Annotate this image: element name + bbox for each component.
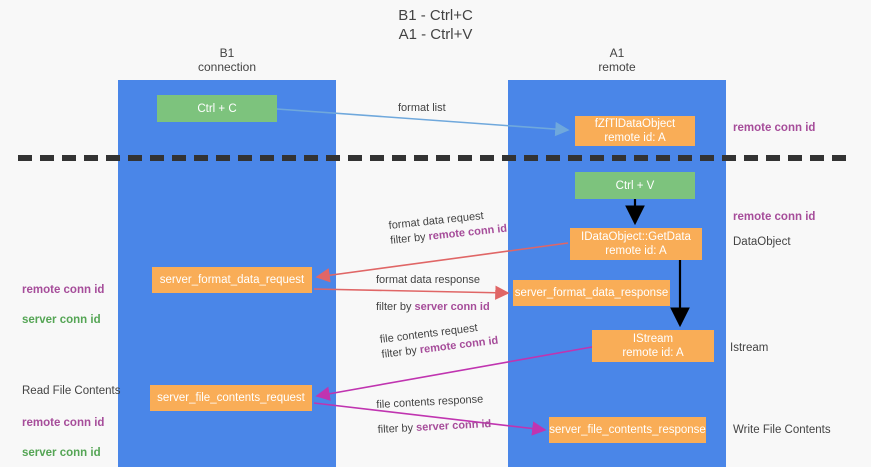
node-server-file-contents-response[interactable]: server_file_contents_response — [549, 417, 706, 443]
edge-label-format-data-response: format data response filter by server co… — [376, 273, 490, 315]
node-idataobject-getdata[interactable]: IDataObject::GetData remote id: A — [570, 228, 702, 260]
filter-by-prefix: filter by — [380, 344, 421, 361]
edge-label-file-contents-response: file contents response filter by server … — [376, 392, 492, 438]
edge-label-format-data-response-line2: filter by server conn id — [376, 300, 490, 315]
annotation-server-conn-id: server conn id — [22, 314, 101, 326]
filter-key-server-conn-id: server conn id — [414, 301, 490, 313]
node-istream-remote-a[interactable]: IStream remote id: A — [592, 330, 714, 362]
node-server-format-data-request[interactable]: server_format_data_request — [152, 267, 312, 293]
annotation-conn-ids-file: remote conn id server conn id — [22, 401, 104, 467]
arrow-format-data-response — [313, 285, 510, 300]
node-ctrl-v[interactable]: Ctrl + V — [575, 172, 695, 199]
annotation-istream: Istream — [730, 342, 769, 354]
edge-label-format-data-response-line1: format data response — [376, 274, 480, 286]
edge-label-format-list: format list — [398, 101, 446, 116]
arrow-file-contents-response — [313, 402, 547, 436]
section-divider — [18, 155, 854, 161]
annotation-remote-conn-id: remote conn id — [22, 284, 105, 296]
annotation-dataobject: DataObject — [733, 236, 791, 248]
filter-by-prefix: filter by — [376, 301, 415, 313]
swimlane-b1-title: B1 connection — [197, 46, 257, 74]
page-title: B1 - Ctrl+C A1 - Ctrl+V — [398, 7, 473, 43]
node-server-file-contents-request[interactable]: server_file_contents_request — [150, 385, 312, 411]
annotation-server-conn-id: server conn id — [22, 447, 101, 459]
annotation-write-file-contents: Write File Contents — [733, 424, 831, 436]
arrow-file-contents-request — [315, 346, 593, 401]
swimlane-a1-title: A1 remote — [598, 46, 636, 74]
edge-label-format-list-text: format list — [398, 102, 446, 114]
node-server-format-data-response[interactable]: server_format_data_response — [513, 280, 670, 306]
arrow-format-data-request — [315, 242, 569, 283]
node-dataobject-remote-a[interactable]: fZfTlDataObject remote id: A — [575, 116, 695, 146]
annotation-remote-conn-id-mid: remote conn id — [733, 211, 816, 223]
annotation-read-file-contents: Read File Contents — [22, 385, 121, 397]
filter-key-server-conn-id: server conn id — [415, 418, 492, 434]
annotation-conn-ids-format: remote conn id server conn id — [22, 268, 104, 343]
annotation-remote-conn-id: remote conn id — [22, 417, 105, 429]
node-ctrl-c[interactable]: Ctrl + C — [157, 95, 277, 122]
filter-by-prefix: filter by — [377, 421, 417, 436]
arrow-format-list — [276, 108, 570, 137]
filter-by-prefix: filter by — [389, 230, 430, 247]
annotation-remote-conn-id-top: remote conn id — [733, 122, 816, 134]
